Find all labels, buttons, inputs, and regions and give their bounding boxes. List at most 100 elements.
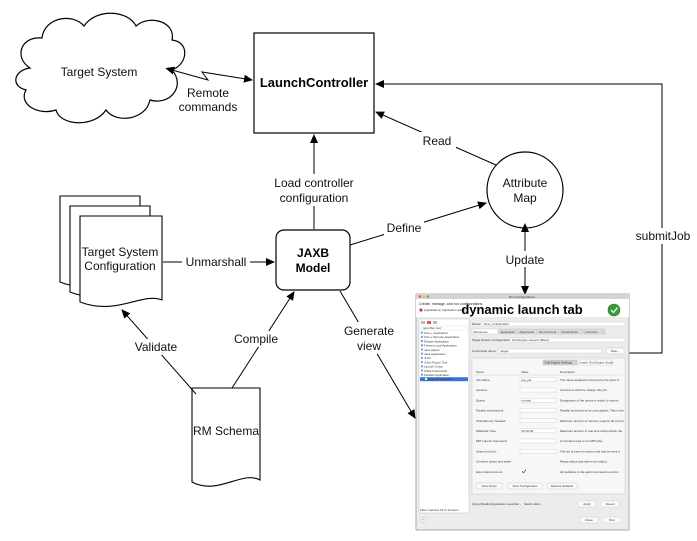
launch-config-tree — [418, 318, 470, 514]
tab-label: Common — [586, 330, 599, 334]
panel-button[interactable] — [546, 482, 578, 490]
setting-value-input[interactable] — [519, 408, 557, 413]
setting-value-input[interactable] — [519, 387, 557, 393]
edge-label-remote-1: Remote — [187, 86, 229, 100]
tab-environment[interactable] — [537, 328, 560, 335]
revert-button[interactable] — [600, 500, 620, 508]
tab-application[interactable] — [498, 328, 518, 335]
tree-item[interactable]: New_configuration — [428, 377, 453, 381]
tree-item[interactable]: JUnit Plug-in Test — [424, 360, 447, 364]
checkbox-checked-icon[interactable] — [521, 469, 527, 474]
tree-item[interactable]: Launch Group — [424, 365, 443, 369]
tree-item-icon — [421, 356, 423, 359]
new-connection-button[interactable] — [605, 347, 625, 355]
edge-label-unmarshall: Unmarshall — [186, 255, 247, 269]
tree-item[interactable]: OSGi Framework — [424, 369, 448, 373]
edge-label-generate-bg — [340, 322, 398, 354]
tab-label: Environment — [540, 330, 557, 334]
setting-name: Parallel environment — [476, 409, 504, 413]
tree-item[interactable]: Java Applet — [424, 348, 440, 352]
jaxb-label-1: JAXB — [297, 246, 329, 260]
connection-label: Connection name: — [472, 349, 497, 353]
window-zoom-icon[interactable] — [426, 295, 430, 298]
new-config-icon[interactable] — [421, 321, 425, 324]
tree-item[interactable]: JUnit — [424, 356, 431, 360]
connection-select[interactable] — [497, 348, 603, 354]
setting-name: MPI Launch Command — [476, 439, 507, 443]
setting-value-input[interactable] — [519, 449, 557, 454]
filter-icon[interactable] — [433, 321, 437, 324]
setting-value-input[interactable] — [519, 438, 557, 444]
tree-item[interactable]: Fortran Local Application — [424, 344, 457, 348]
subtab-1[interactable] — [542, 359, 578, 366]
target-config-value: Grid Engine Generic (Basic) — [512, 338, 549, 342]
tree-item[interactable]: Eclipse Application — [424, 339, 449, 343]
tree-item-icon — [421, 335, 423, 338]
setting-description: Designation of the queue to which to sub… — [560, 398, 618, 402]
delete-config-icon[interactable] — [427, 321, 431, 324]
revert-button-label: Revert — [606, 502, 615, 506]
dynamic-launch-tab-screenshot: Run Configurations Create, manage, and r… — [415, 293, 630, 531]
launcher-text: Using Parallel Application Launcher - — [472, 502, 521, 506]
tree-item-icon — [421, 348, 423, 351]
panel-button-label: View Script — [482, 484, 497, 488]
window-titlebar — [416, 294, 629, 299]
tree-item[interactable]: Parallel Application — [424, 373, 450, 377]
tree-filter-input[interactable] — [420, 325, 468, 331]
edge-label-read: Read — [423, 134, 452, 148]
jaxb-model-node: JAXB Model — [275, 229, 351, 291]
target-config-select[interactable] — [509, 337, 626, 343]
config-label-2: Configuration — [84, 259, 155, 273]
name-input[interactable] — [481, 321, 626, 327]
close-button[interactable] — [579, 516, 599, 524]
setting-value-input[interactable] — [519, 428, 557, 433]
rm-schema-doc — [191, 387, 261, 487]
apply-button[interactable] — [577, 500, 597, 508]
tab-arguments[interactable] — [517, 328, 538, 335]
tree-item[interactable]: C/C++ Remote Application — [424, 335, 460, 339]
setting-name: Wallclock Time — [476, 429, 496, 433]
edge-label-read-bg — [418, 132, 456, 148]
tab-common[interactable] — [583, 328, 606, 335]
tree-item-icon — [421, 331, 423, 334]
window-minimize-icon[interactable] — [422, 295, 426, 298]
tab-label: Resources — [474, 330, 489, 334]
setting-value-input[interactable] — [519, 418, 557, 423]
tab-resources[interactable] — [471, 328, 499, 335]
target-system-node: Target System — [15, 12, 186, 124]
edge-label-submit-job: submitJob — [636, 229, 691, 243]
setting-value-input[interactable] — [519, 398, 557, 403]
run-button[interactable] — [602, 516, 622, 524]
edge-label-validate: Validate — [135, 340, 178, 354]
setting-value: 00:30:00 — [522, 429, 534, 433]
run-button-label: Run — [609, 518, 615, 522]
subtab-2[interactable] — [577, 359, 613, 366]
help-icon[interactable] — [420, 517, 426, 523]
edge-label-define-bg — [384, 219, 424, 235]
jaxb-label-2: Model — [296, 261, 331, 275]
tree-item-icon — [421, 373, 423, 376]
rm-schema-node: RM Schema — [191, 387, 261, 487]
panel-button[interactable] — [507, 482, 543, 490]
setting-description: The set of users to whom mail may be sen… — [560, 449, 620, 453]
window-close-icon[interactable] — [418, 295, 422, 298]
run-logo-icon — [607, 303, 621, 317]
attribute-map-label-2: Map — [513, 191, 537, 205]
target-config-node: Target System Configuration — [59, 195, 163, 307]
tree-filter-placeholder: type filter text — [423, 326, 441, 330]
tree-item-icon — [421, 369, 423, 372]
tab-synchronize[interactable] — [559, 328, 584, 335]
setting-description: Command used to run MPI jobs. — [560, 439, 603, 443]
setting-name: Queue — [476, 398, 485, 402]
setting-value-input[interactable] — [519, 377, 557, 382]
panel-button[interactable] — [475, 482, 503, 490]
tree-item[interactable]: C/C++ Application — [424, 331, 448, 335]
tree-item-icon — [421, 352, 423, 355]
tree-item[interactable]: Java Application — [424, 352, 446, 356]
select-other-link[interactable]: Select other... — [524, 502, 543, 506]
